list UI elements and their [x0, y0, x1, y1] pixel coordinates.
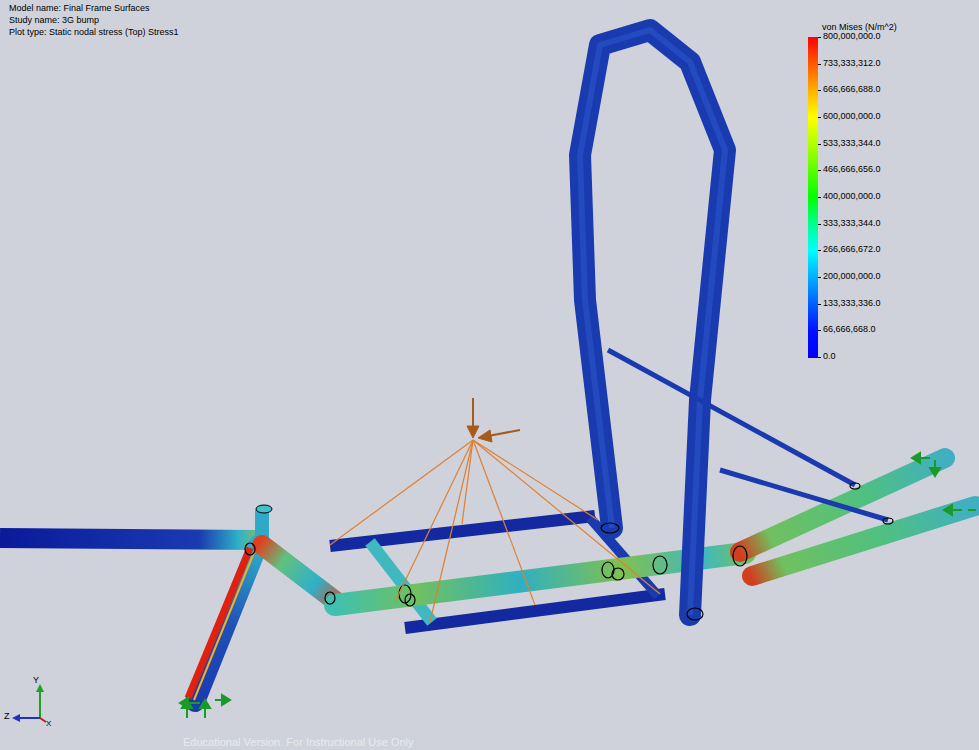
- legend-value: 600,000,000.0: [823, 112, 881, 122]
- legend-tick: [818, 197, 821, 198]
- legend-swatch: [808, 304, 818, 331]
- legend-swatch: [808, 144, 818, 171]
- legend-swatch: [808, 224, 818, 251]
- legend-swatch: [808, 250, 818, 277]
- legend-value: 333,333,344.0: [823, 219, 881, 229]
- legend-swatch: [808, 117, 818, 144]
- legend-tick: [818, 117, 821, 118]
- legend-value: 66,666,668.0: [823, 325, 876, 335]
- legend-swatch: [808, 170, 818, 197]
- legend-value: 466,666,656.0: [823, 165, 881, 175]
- legend-swatch: [808, 90, 818, 117]
- legend-value: 733,333,312.0: [823, 59, 881, 69]
- legend-tick: [818, 330, 821, 331]
- axis-label: Y: [33, 676, 39, 686]
- legend-value: 133,333,336.0: [823, 299, 881, 309]
- legend-swatch: [808, 330, 818, 357]
- legend-tick: [818, 250, 821, 251]
- legend-tick: [818, 304, 821, 305]
- legend-value: 533,333,344.0: [823, 139, 881, 149]
- legend-swatch: [808, 277, 818, 304]
- legend-tick: [818, 170, 821, 171]
- study-name: Study name: 3G bump: [9, 16, 99, 26]
- plot-type: Plot type: Static nodal stress (Top) Str…: [9, 28, 179, 38]
- legend-swatch: [808, 197, 818, 224]
- axis-label: Z: [4, 712, 10, 722]
- model-name: Model name: Final Frame Surfaces: [9, 4, 150, 14]
- legend-value: 266,666,672.0: [823, 245, 881, 255]
- legend-tick: [818, 224, 821, 225]
- legend-swatch: [808, 37, 818, 64]
- legend-tick: [818, 64, 821, 65]
- axis-label: X: [46, 720, 51, 729]
- legend-tick: [818, 144, 821, 145]
- watermark: Educational Version. For Instructional U…: [183, 736, 414, 748]
- legend-value: 200,000,000.0: [823, 272, 881, 282]
- legend-tick: [818, 357, 821, 358]
- legend-swatch: [808, 64, 818, 91]
- legend-tick: [818, 90, 821, 91]
- legend-value: 400,000,000.0: [823, 192, 881, 202]
- legend-value: 800,000,000.0: [823, 32, 881, 42]
- legend-value: 666,666,688.0: [823, 85, 881, 95]
- legend-tick: [818, 277, 821, 278]
- legend-tick: [818, 37, 821, 38]
- legend-swatch: [808, 356, 818, 358]
- legend-value: 0.0: [823, 352, 836, 362]
